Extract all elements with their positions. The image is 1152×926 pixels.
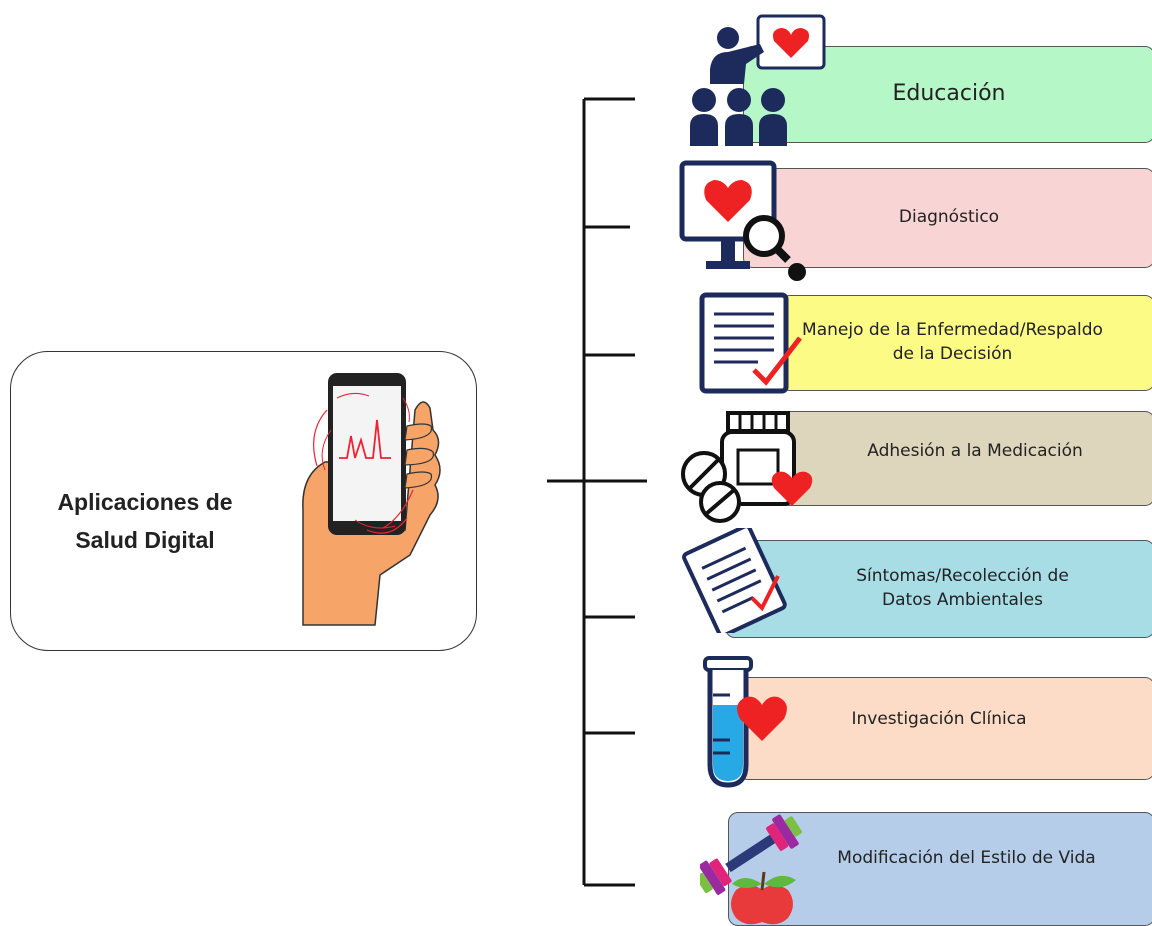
category-clinical-research: Investigación Clínica: [738, 677, 1152, 780]
hub-title-line1: Aplicaciones de: [57, 489, 233, 515]
category-label: Educación: [892, 81, 1006, 107]
category-label: Modificación del Estilo de Vida: [837, 848, 1096, 869]
category-label: Investigación Clínica: [851, 708, 1027, 729]
smartphone-hand-icon: [302, 373, 441, 626]
category-label-line2: Datos Ambientales: [882, 590, 1043, 610]
test-tube-heart-icon: [703, 656, 787, 788]
clipboard-check-icon: [682, 528, 787, 633]
category-education: Educación: [743, 46, 1152, 143]
monitor-magnifier-icon: [679, 160, 806, 281]
category-label-line2: de la Decisión: [892, 344, 1013, 364]
dumbbell-apple-icon: [700, 814, 802, 925]
category-label: Diagnóstico: [898, 207, 1000, 228]
hub-title: Aplicaciones de Salud Digital: [40, 483, 250, 559]
pill-bottle-icon: [681, 411, 813, 523]
category-diagnosis: Diagnóstico: [743, 168, 1152, 268]
category-disease-management: Manejo de la Enfermedad/Respaldo de la D…: [780, 295, 1152, 391]
category-symptoms: Síntomas/Recolección de Datos Ambientale…: [725, 540, 1152, 638]
teacher-heart-icon: [690, 14, 826, 146]
category-medication-adherence: Adhesión a la Medicación: [770, 411, 1152, 506]
checklist-icon: [699, 292, 802, 394]
category-label: Manejo de la Enfermedad/Respaldo: [802, 320, 1103, 341]
hub-title-line2: Salud Digital: [75, 527, 215, 553]
category-label: Síntomas/Recolección de: [856, 566, 1069, 587]
category-label: Adhesión a la Medicación: [867, 440, 1083, 461]
